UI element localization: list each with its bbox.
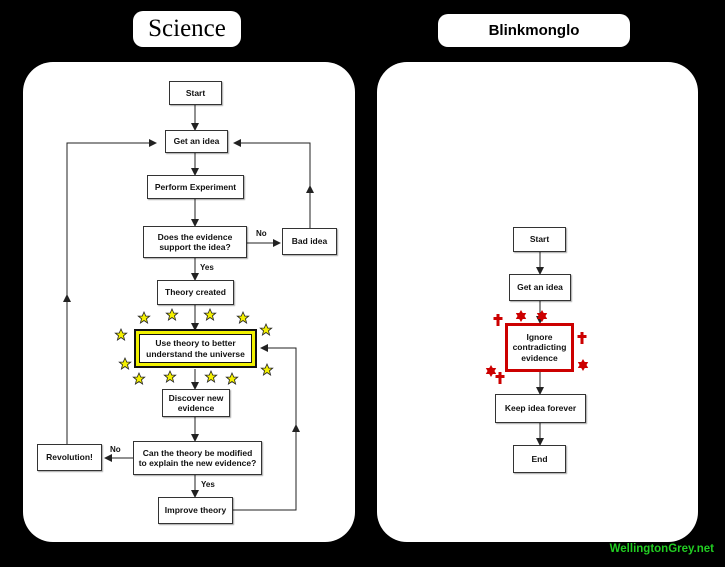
crescent-icon [519, 376, 525, 388]
religious-symbol-decorations [485, 310, 589, 384]
star-of-david-icon [485, 365, 497, 377]
node-use-theory: Use theory to better understand the univ… [134, 329, 257, 368]
blinkmonglo-title: Blinkmonglo [438, 14, 630, 47]
b-node-ignore-evidence: Ignore contradicting evidence [505, 323, 574, 372]
node-evidence-support: Does the evidence support the idea? [143, 226, 247, 258]
node-get-idea: Get an idea [165, 130, 228, 153]
b-node-end: End [513, 445, 566, 473]
cross-icon [495, 372, 505, 384]
science-title: Science [133, 11, 241, 47]
node-improve-theory: Improve theory [158, 497, 233, 524]
crescent-icon [561, 311, 567, 323]
edge-label-yes-theory: Yes [200, 263, 214, 272]
star-decorations [114, 308, 274, 385]
node-discover-evidence: Discover new evidence [162, 389, 230, 417]
star-icon [114, 328, 128, 341]
star-icon [259, 323, 273, 336]
edge-label-yes-improve: Yes [201, 480, 215, 489]
star-icon [203, 308, 217, 321]
edge-badidea-getidea [233, 139, 311, 228]
node-start: Start [169, 81, 222, 105]
star-icon [118, 357, 132, 370]
edge-revolution-getidea [66, 139, 157, 444]
node-theory-created: Theory created [157, 280, 234, 305]
star-icon [137, 311, 151, 324]
star-icon [163, 370, 177, 383]
node-perform-experiment: Perform Experiment [147, 175, 244, 199]
cross-icon [577, 332, 587, 344]
star-icon [165, 308, 179, 321]
star-icon [260, 363, 274, 376]
star-icon [132, 372, 146, 385]
star-icon [204, 370, 218, 383]
b-node-keep-forever: Keep idea forever [495, 394, 586, 423]
crescent-icon [554, 376, 560, 388]
node-can-modify: Can the theory be modified to explain th… [133, 441, 262, 475]
crescent-icon [489, 340, 495, 352]
node-revolution: Revolution! [37, 444, 102, 471]
edge-label-no-revolution: No [110, 445, 121, 454]
cross-icon [493, 314, 503, 326]
b-node-start: Start [513, 227, 566, 252]
star-icon [225, 372, 239, 385]
star-of-david-icon [536, 310, 548, 322]
star-of-david-icon [577, 359, 589, 371]
star-icon [236, 311, 250, 324]
site-credit: WellingtonGrey.net [609, 543, 714, 555]
star-of-david-icon [515, 310, 527, 322]
b-node-get-idea: Get an idea [509, 274, 571, 301]
edge-label-no-bad-idea: No [256, 229, 267, 238]
node-bad-idea: Bad idea [282, 228, 337, 255]
